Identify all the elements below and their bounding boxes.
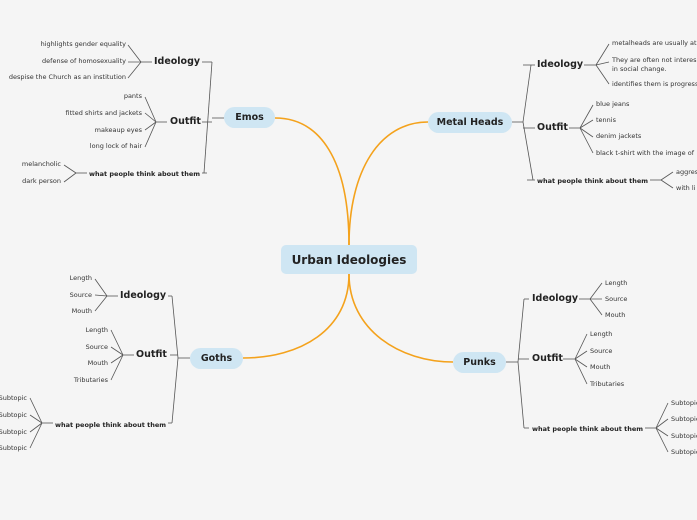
goths-outfit-item[interactable]: Length [85,326,108,334]
punks-people-think[interactable]: what people think about them [532,425,644,433]
goths-people-item[interactable]: Subtopic [0,394,27,402]
metal-outfit-item[interactable]: black t-shirt with the image of [596,149,694,157]
goths-ideology-item[interactable]: Source [69,291,92,299]
metal-outfit[interactable]: Outfit [537,122,568,133]
goths-ideology-item[interactable]: Length [69,274,92,282]
emos-people-item[interactable]: dark person [22,177,61,185]
goths-outfit-item[interactable]: Mouth [87,359,108,367]
emos-ideology-item[interactable]: despise the Church as an institution [8,73,126,81]
punks-people-item[interactable]: Subtopic [671,448,697,456]
punks-people-item[interactable]: Subtopic [671,399,697,407]
goths-outfit-item[interactable]: Source [85,343,108,351]
connector-emos [274,117,350,246]
goths-people-think[interactable]: what people think about them [55,421,167,429]
emos-people-item[interactable]: melancholic [21,160,61,168]
emos-outfit[interactable]: Outfit [170,116,201,127]
emos-outfit-item[interactable]: fitted shirts and jackets [65,109,143,117]
metal-outfit-item[interactable]: tennis [596,116,616,124]
punks-ideology-item[interactable]: Length [605,279,628,287]
punks-ideology-item[interactable]: Source [605,295,628,303]
emos-ideology-item[interactable]: defense of homosexuality [42,57,126,65]
punks-ideology[interactable]: Ideology [532,293,579,304]
branch-goths[interactable]: Goths [190,348,243,369]
emos-outfit-item[interactable]: makeaup eyes [94,126,142,134]
goths-ideology-item[interactable]: Mouth [71,307,92,315]
goths-ideology[interactable]: Ideology [120,290,167,301]
branch-emos[interactable]: Emos [224,107,275,128]
goths-outfit[interactable]: Outfit [136,349,167,360]
goths-outfit-item[interactable]: Tributaries [73,376,108,384]
goths-people-item[interactable]: Subtopic [0,428,27,436]
metal-ideology-item[interactable]: metalheads are usually ati [612,39,697,47]
punks-people-item[interactable]: Subtopic [671,432,697,440]
punks-outfit[interactable]: Outfit [532,353,563,364]
metal-ideology-item[interactable]: identifies them is progress [612,80,697,88]
goths-people-item[interactable]: Subtopic [0,444,27,452]
goths-people-item[interactable]: Subtopic [0,411,27,419]
emos-people-think[interactable]: what people think about them [89,170,201,178]
punks-outfit-item[interactable]: Length [590,330,613,338]
metal-outfit-item[interactable]: blue jeans [596,100,630,108]
branch-punks[interactable]: Punks [453,352,506,373]
connector-metal [348,121,429,246]
metal-people-item[interactable]: aggres [676,168,697,176]
metal-people-item[interactable]: with li [676,184,696,192]
punks-outfit-item[interactable]: Mouth [590,363,611,371]
punks-outfit-item[interactable]: Tributaries [590,380,625,388]
metal-ideology-item[interactable]: They are often not interes in social cha… [612,56,697,73]
central-topic[interactable]: Urban Ideologies [281,245,417,274]
punks-people-item[interactable]: Subtopic [671,415,697,423]
punks-outfit-item[interactable]: Source [590,347,613,355]
metal-outfit-item[interactable]: denim jackets [596,132,642,140]
connector-goths [242,273,350,359]
punks-ideology-item[interactable]: Mouth [605,311,626,319]
metal-people-think[interactable]: what people think about them [537,177,649,185]
emos-outfit-item[interactable]: pants [123,92,142,100]
metal-ideology[interactable]: Ideology [537,59,584,70]
emos-outfit-item[interactable]: long lock of hair [89,142,142,150]
emos-ideology-item[interactable]: highlights gender equality [40,40,126,48]
connector-punks [348,273,454,363]
branch-metal-heads[interactable]: Metal Heads [428,112,512,133]
emos-ideology[interactable]: Ideology [154,56,201,67]
